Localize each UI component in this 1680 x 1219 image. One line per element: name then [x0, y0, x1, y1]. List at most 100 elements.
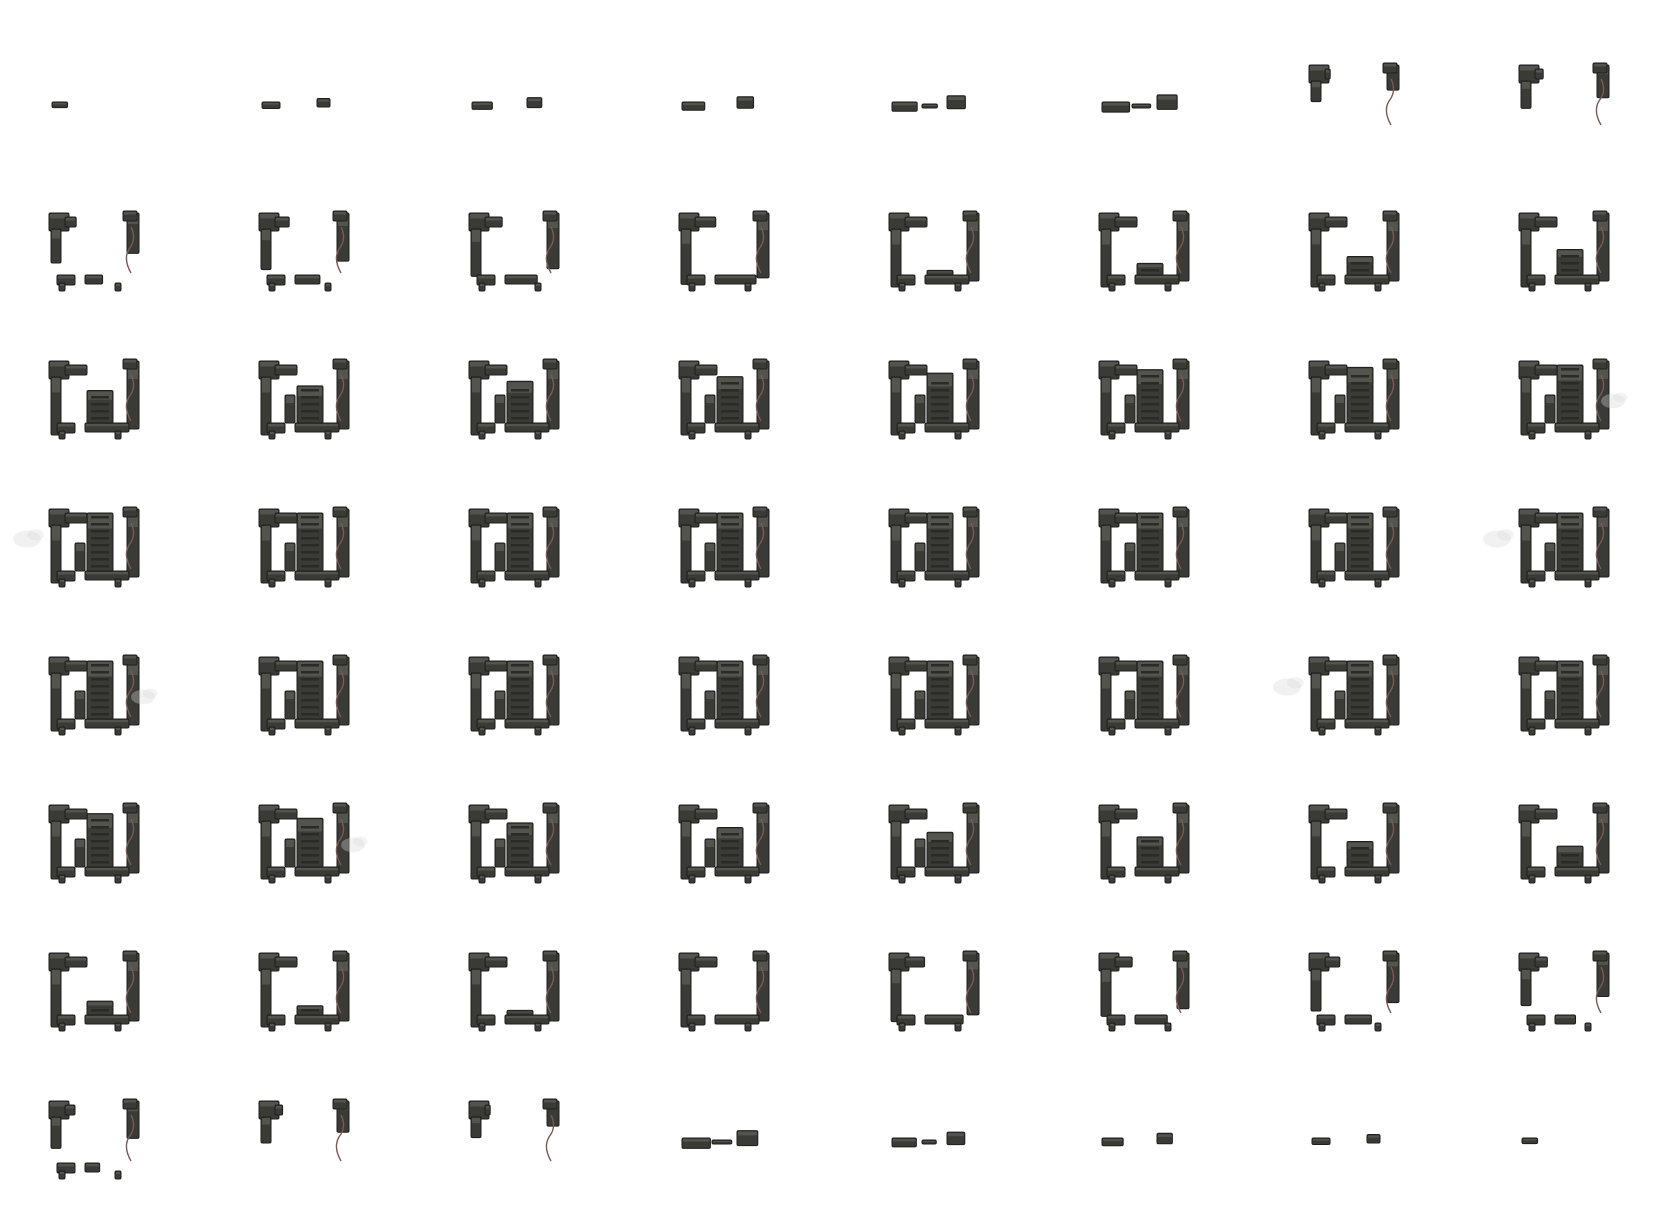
sprite-frame-art: [258, 950, 350, 1032]
ladder-rung: [91, 840, 109, 843]
right-column: [1176, 508, 1190, 578]
machine: [468, 506, 560, 588]
ladder-panel: [86, 390, 114, 424]
left-leg: [898, 1022, 906, 1032]
ladder-rung: [91, 403, 109, 406]
left-column: [1100, 968, 1112, 1017]
right-leg: [744, 874, 752, 884]
left-leg: [478, 430, 486, 440]
ladder-rung: [511, 685, 529, 688]
ladder-rung: [1141, 530, 1159, 533]
ladder-rung: [721, 685, 739, 688]
bottom-beam: [1134, 866, 1180, 877]
left-column: [50, 228, 62, 264]
left-leg: [1528, 726, 1536, 736]
machine: [1308, 62, 1400, 126]
right-leg: [1164, 578, 1172, 588]
cable: [755, 966, 765, 1014]
left-column: [260, 524, 272, 584]
sprite-frame: [630, 35, 840, 183]
sprite-frame: [210, 331, 420, 479]
sprite-frame: [1470, 1071, 1680, 1219]
right-head: [542, 950, 558, 962]
machine: [888, 654, 980, 736]
ladder-rung: [511, 664, 529, 667]
ladder-rung: [91, 1009, 109, 1012]
left-column: [50, 524, 62, 584]
ladder-panel: [1556, 845, 1584, 868]
ladder-rung: [931, 551, 949, 554]
side-plate: [74, 690, 86, 720]
ladder-rung: [721, 410, 739, 413]
right-head: [332, 358, 348, 370]
left-column: [680, 376, 692, 436]
ladder-rung: [1351, 382, 1369, 385]
machine: [1483, 506, 1610, 588]
cable: [1385, 226, 1395, 274]
right-head: [1592, 358, 1608, 370]
ladder-rung: [91, 819, 109, 822]
ladder-rung: [511, 847, 529, 850]
bottom-beam: [1344, 1014, 1372, 1025]
left-fragment: [891, 1137, 917, 1148]
machine: [1518, 210, 1610, 292]
bottom-beam: [1344, 422, 1390, 433]
left-column: [1100, 228, 1112, 288]
left-column: [260, 376, 272, 436]
right-leg: [1374, 430, 1382, 440]
right-head: [1382, 654, 1398, 666]
ladder-rung: [511, 840, 529, 843]
right-leg: [1374, 1022, 1382, 1032]
left-column: [1310, 820, 1322, 880]
sprite-frame-art: [1518, 950, 1610, 1032]
cable: [1595, 818, 1605, 866]
ladder-rung: [511, 389, 529, 392]
sprite-frame: [420, 35, 630, 183]
right-head: [332, 950, 348, 962]
bottom-beam: [1134, 570, 1180, 581]
cable: [755, 226, 765, 274]
bottom-beam: [1554, 274, 1600, 285]
sprite-frame: [420, 479, 630, 627]
right-column: [966, 952, 980, 1016]
machine: [1308, 802, 1400, 884]
machine: [13, 506, 140, 588]
top-beam-left: [1324, 216, 1348, 228]
left-leg: [1528, 282, 1536, 292]
cable: [545, 966, 555, 1014]
left-leg: [478, 726, 486, 736]
right-head: [752, 802, 768, 814]
sprite-frame-art: [1098, 950, 1190, 1032]
bottom-beam: [924, 274, 970, 285]
sprite-frame: [840, 775, 1050, 923]
ladder-rung: [91, 664, 109, 667]
bottom-beam: [294, 274, 321, 285]
right-leg: [1584, 1022, 1592, 1032]
bottom-beam: [1554, 1014, 1577, 1025]
bottom-beam: [84, 1014, 130, 1025]
top-beam-left: [64, 364, 88, 376]
ladder-rung: [91, 396, 109, 399]
ladder-rung: [721, 544, 739, 547]
ladder-rung: [1561, 861, 1579, 864]
ladder-rung: [511, 537, 529, 540]
right-head: [1592, 506, 1608, 518]
sprite-frame-art: [48, 950, 140, 1032]
ladder-panel: [506, 822, 534, 868]
machine: [678, 654, 770, 736]
side-plate: [284, 838, 296, 868]
right-head: [752, 358, 768, 370]
ladder-rung: [931, 671, 949, 674]
left-leg: [1318, 1022, 1326, 1032]
left-column: [680, 524, 692, 584]
ladder-rung: [1561, 706, 1579, 709]
left-fragment: [891, 101, 918, 112]
left-leg: [688, 726, 696, 736]
left-leg: [1528, 430, 1536, 440]
ladder-rung: [91, 558, 109, 561]
sprite-frame: [210, 35, 420, 183]
right-column: [1176, 360, 1190, 430]
top-beam-left: [1114, 808, 1138, 820]
sprite-frame: [1470, 775, 1680, 923]
right-head: [542, 506, 558, 518]
